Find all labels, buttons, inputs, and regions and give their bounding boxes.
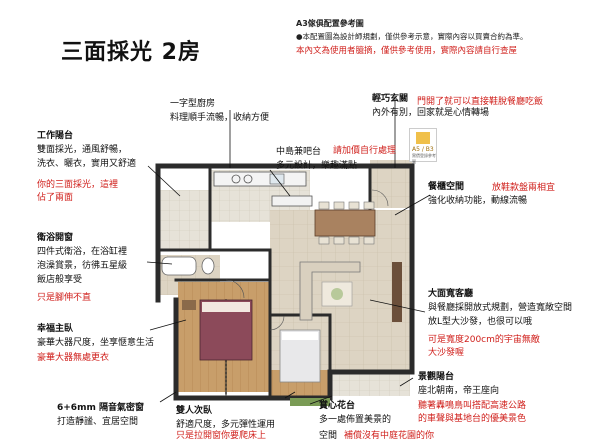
kitchen-title: 一字型廚房 — [170, 99, 216, 109]
bar-desc: 多元設計，樂趣滿點 — [276, 160, 358, 171]
dining-comment: 放鞋款盤兩相宜 — [492, 183, 556, 193]
work-balcony-comment-2: 佔了兩面 — [37, 193, 74, 204]
bath-line3: 飯店般享受 — [37, 274, 83, 285]
leader-lines — [146, 96, 431, 405]
bar-label: 中島兼吧台 多元設計，樂趣滿點 — [276, 146, 357, 174]
unit-badge-sub: 實價登錄參考圖 — [412, 153, 436, 164]
work-balcony-line1: 雙面採光，通風舒暢， — [37, 144, 128, 155]
view-balcony-comment-1: 聽著轟鳴鳥叫搭配高速公路 — [418, 401, 527, 411]
bar-title: 中島兼吧台 — [276, 147, 322, 157]
garden-planter — [290, 398, 330, 406]
page-title: 三面採光 2房 — [61, 40, 201, 65]
island-bar — [271, 195, 313, 207]
bathtub — [161, 256, 197, 276]
entrance-label: 輕巧玄關 內外有別，回家就是心情轉場 — [372, 93, 489, 121]
view-balcony-comment-2: 的車聲與基地台的優美景色 — [418, 414, 527, 425]
work-balcony-comment: 你的三面採光，這裡 佔了兩面 — [37, 179, 118, 205]
living-comment-2: 大沙發喔 — [428, 348, 465, 359]
master-title: 幸福主臥 — [37, 324, 74, 334]
second-bedroom-title: 雙人次臥 — [176, 406, 213, 416]
window-desc: 打造靜謐、宜居空間 — [57, 416, 139, 427]
window-label: 6+6mm 隔音氣密窗 打造靜謐、宜居空間 — [57, 402, 144, 430]
living-comment-1: 可是寬度200cm的宇宙無敵 — [428, 335, 540, 345]
living-line2: 放L型大沙發，也很可以哦 — [428, 316, 533, 327]
bath-line1: 四件式衛浴，在浴缸裡 — [37, 246, 128, 257]
bar-comment: 請加價自行處理 — [333, 146, 397, 156]
master-comment: 豪華大器無處更衣 — [37, 353, 110, 363]
master-label: 幸福主臥 豪華大器尺度，坐享愜意生活 — [37, 323, 154, 351]
reference-title: A3傢俱配置參考圖 — [296, 19, 364, 28]
bath-comment: 只是腳伸不直 — [37, 293, 92, 303]
living-line1: 與餐廳採開放式規劃，營造寬敞空間 — [428, 302, 573, 313]
work-balcony-comment-1: 你的三面採光，這裡 — [37, 180, 119, 190]
kitchen-label: 一字型廚房 料理順手流暢，收納方便 — [170, 98, 269, 126]
garden-label: 賞心花台 多一處佈置美景的 — [319, 400, 391, 428]
work-balcony-floor — [158, 190, 210, 250]
dining-desc: 強化收納功能，動線流暢 — [428, 195, 528, 206]
garden-comment: 補償沒有中庭花園的你 — [344, 431, 435, 441]
bath-line2: 泡澡賞景，彷彿五星級 — [37, 260, 128, 271]
view-balcony-label: 景觀陽台 座北朝南，帝王座向 — [418, 371, 499, 399]
work-balcony-label: 工作陽台 雙面採光，通風舒暢， 洗衣、曬衣，實用又舒適 — [37, 130, 136, 172]
second-bedroom-desc: 舒適尺度，多元彈性運用 — [176, 419, 276, 430]
unit-badge: A5 / B3 實價登錄參考圖 — [409, 128, 437, 164]
kitchen-desc: 料理順手流暢，收納方便 — [170, 112, 270, 123]
entrance-comment: 門開了就可以直接鞋脫餐廳吃飯 — [417, 97, 544, 107]
view-balcony-desc: 座北朝南，帝王座向 — [418, 385, 500, 396]
garden-title: 賞心花台 — [319, 401, 356, 411]
reference-note-red: 本內文為使用者臆摘，僅供參考使用，實際內容請自行查屋 — [296, 46, 518, 56]
reference-note: ●本配置圖為設計師規劃，僅供參考示意，實際內容以買賣合約為準。 — [296, 32, 528, 41]
entrance-desc: 內外有別，回家就是心情轉場 — [372, 107, 490, 118]
unit-badge-code: A5 / B3 — [412, 146, 434, 153]
second-bedroom-comment: 只是拉開窗你要爬床上 — [176, 431, 267, 441]
work-balcony-line2: 洗衣、曬衣，實用又舒適 — [37, 158, 137, 169]
bath-label: 衛浴開窗 四件式衛浴，在浴缸裡 泡澡賞景，彷彿五星級 飯店般享受 — [37, 232, 127, 288]
living-label: 大面寬客廳 與餐廳採開放式規劃，營造寬敞空間 放L型大沙發，也很可以哦 — [428, 288, 572, 330]
dining-label: 餐櫃空間 強化收納功能，動線流暢 — [428, 181, 527, 209]
view-balcony-title: 景觀陽台 — [418, 372, 455, 382]
work-balcony-title: 工作陽台 — [37, 131, 74, 141]
garden-line3: 空間 — [319, 431, 338, 441]
second-bedroom-label: 雙人次臥 舒適尺度，多元彈性運用 — [176, 405, 275, 433]
living-comment: 可是寬度200cm的宇宙無敵 大沙發喔 — [428, 334, 540, 360]
bath-title: 衛浴開窗 — [37, 233, 74, 243]
entrance-title: 輕巧玄關 — [372, 94, 409, 104]
living-title: 大面寬客廳 — [428, 289, 474, 299]
dining-table — [314, 209, 376, 237]
master-desc: 豪華大器尺度，坐享愜意生活 — [37, 337, 155, 348]
l-sofa — [299, 261, 361, 321]
view-balcony-floor — [330, 372, 410, 396]
kitchen-counter — [213, 171, 307, 187]
window-title: 6+6mm 隔音氣密窗 — [57, 403, 144, 413]
tv-cabinet — [392, 262, 402, 322]
dining-title: 餐櫃空間 — [428, 182, 465, 192]
garden-desc: 多一處佈置美景的 — [319, 414, 392, 425]
view-balcony-comment: 聽著轟鳴鳥叫搭配高速公路 的車聲與基地台的優美景色 — [418, 400, 526, 426]
